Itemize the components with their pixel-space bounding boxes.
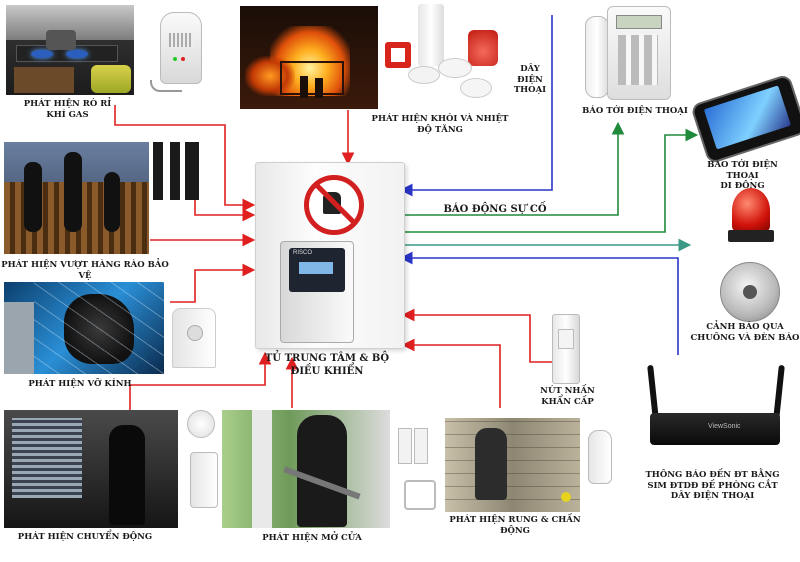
- fire-photo: [240, 6, 378, 109]
- motion-photo: [4, 410, 178, 528]
- label-glass-break: PHÁT HIỆN VỠ KÍNH: [28, 379, 132, 389]
- gas-kitchen-photo: [6, 5, 134, 95]
- arrow-report-phone: [400, 121, 625, 216]
- pir-sensor-icon-2: [190, 452, 218, 508]
- door-contact-icon-3: [404, 480, 436, 510]
- label-vibration: PHÁT HIỆN RUNG & CHẤN ĐỘNG: [449, 515, 581, 536]
- door-contact-icon: [398, 428, 412, 464]
- label-smoke-heat: PHÁT HIỆN KHÓI VÀ NHIỆT ĐỘ TĂNG: [371, 114, 509, 135]
- label-report-mobile: BÁO TỚI ĐIỆN THOẠI DI ĐỘNG: [707, 160, 778, 192]
- arrow-vibration: [401, 338, 501, 408]
- label-motion: PHÁT HIỆN CHUYỂN ĐỘNG: [17, 532, 153, 542]
- beam-sensor-icon-3: [185, 142, 199, 200]
- smoke-detector-icon: [418, 4, 444, 66]
- panel-brand: RISCO: [293, 250, 313, 256]
- glass-break-sensor-icon: [172, 308, 216, 368]
- arrow-gas: [114, 105, 256, 212]
- arrow-glass: [170, 263, 256, 303]
- door-open-photo: [222, 410, 390, 528]
- smoke-detector-icon-3: [460, 78, 492, 98]
- beam-sensor-icon: [153, 142, 163, 200]
- keypad-screen: RISCO: [289, 248, 345, 292]
- label-report-phone: BÁO TỚI ĐIỆN THOẠI: [582, 106, 688, 116]
- heat-detector-icon: [408, 66, 440, 84]
- keypad: RISCO: [280, 241, 354, 343]
- arrow-panic: [401, 308, 552, 363]
- panic-button-icon: [552, 314, 580, 384]
- gsm-gateway-icon: ViewSonic: [640, 364, 790, 465]
- label-door-open: PHÁT HIỆN MỞ CỬA: [262, 533, 362, 543]
- gas-detector-cable: [150, 80, 182, 92]
- alarm-bell-icon: [720, 262, 780, 322]
- desk-phone-icon: [585, 6, 671, 101]
- beam-sensor-icon-2: [170, 142, 180, 200]
- no-intruder-sign-icon: [304, 175, 364, 235]
- fence-photo: [4, 142, 149, 254]
- pir-sensor-icon: [187, 410, 215, 438]
- label-siren-bell: CẢNH BÁO QUA CHUÔNG VÀ ĐÈN BÁO: [690, 322, 800, 343]
- arrow-phone-line: [399, 15, 553, 197]
- label-gsm-notify: THÔNG BÁO ĐẾN ĐT BẰNG SIM ĐTDĐ ĐỀ PHÒNG …: [645, 470, 780, 502]
- glass-break-photo: [4, 282, 164, 374]
- label-panic-button: NÚT NHẤN KHẨN CẤP: [540, 386, 595, 407]
- vibration-sensor-icon: [588, 430, 612, 484]
- arrow-motion: [129, 351, 272, 410]
- siren-light-icon: [728, 188, 774, 250]
- label-fence: PHÁT HIỆN VƯỢT HÀNG RÀO BẢO VỆ: [1, 260, 169, 281]
- door-contact-icon-2: [414, 428, 428, 464]
- arrow-door-sensor: [194, 195, 256, 222]
- gas-detector-icon: [160, 12, 202, 84]
- arrow-gsm: [399, 251, 679, 355]
- gateway-brand: ViewSonic: [708, 423, 741, 430]
- label-control-panel: TỦ TRUNG TÂM & BỘ ĐIỀU KHIỂN: [264, 353, 390, 377]
- label-gas: PHÁT HIỆN RÒ RỈ KHÍ GAS: [23, 99, 112, 120]
- smoke-detector-icon-2: [438, 58, 472, 78]
- label-phone-line: DÂY ĐIỆN THOẠI: [513, 64, 547, 96]
- manual-call-point-icon: [385, 42, 411, 68]
- vibration-photo: [445, 418, 580, 512]
- label-alarm-incident: BÁO ĐỘNG SỰ CỐ: [443, 204, 547, 215]
- arrow-report-mobile: [400, 128, 699, 233]
- control-panel-cabinet: RISCO: [255, 162, 405, 349]
- fire-siren-icon: [468, 30, 498, 66]
